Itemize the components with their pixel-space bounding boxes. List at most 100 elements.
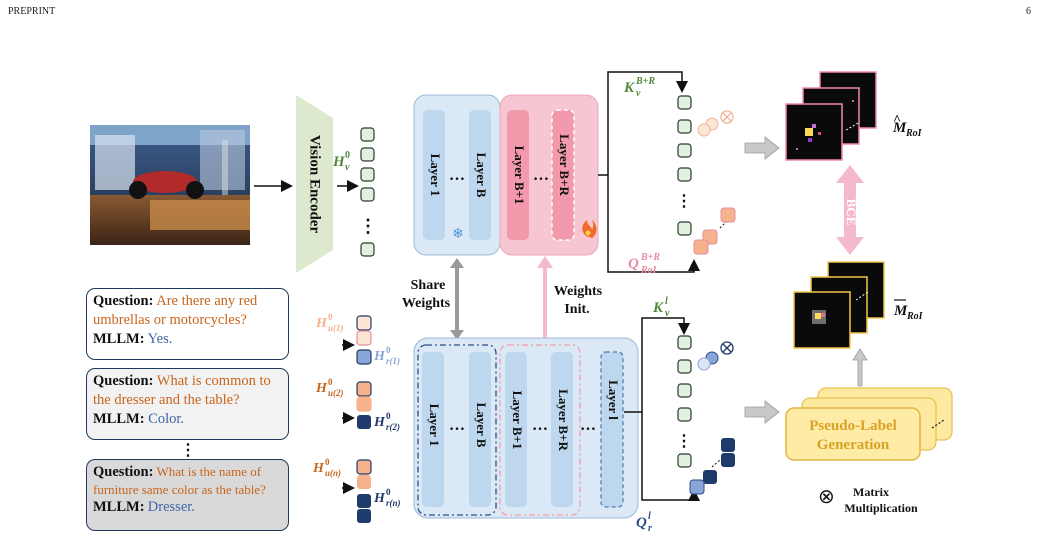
- svg-text:RoI: RoI: [640, 265, 658, 276]
- q1-answer: Yes.: [147, 331, 173, 347]
- q2-answer-label: MLLM:: [93, 411, 145, 427]
- top-q-arrow: [607, 175, 700, 273]
- pseudo-label-line1: Pseudo-Label: [809, 418, 897, 434]
- bottom-frozen-ellipsis: …: [449, 417, 465, 434]
- svg-text:Multiplication: Multiplication: [844, 501, 918, 515]
- top-trainable-ellipsis: …: [533, 167, 549, 184]
- svg-text:0: 0: [386, 487, 391, 497]
- h-r2-label: H 0 r(2): [373, 411, 400, 432]
- bottom-output-arrow: [744, 400, 780, 424]
- weights-init-line2: Init.: [564, 302, 589, 317]
- h-u2-label: H 0 u(2): [315, 377, 344, 398]
- bottom-mid-ellipsis: …: [532, 417, 548, 434]
- bottom-layer-l-label: Layer l: [606, 380, 621, 420]
- bottom-layer-b1-label: Layer B+1: [510, 391, 525, 450]
- m-hat-label: M ^ RoI: [892, 113, 923, 139]
- svg-text:M: M: [892, 120, 907, 136]
- k-bot-token-1: [677, 335, 692, 350]
- svg-text:Matrix: Matrix: [853, 485, 889, 499]
- k-bot-label: K l v: [652, 296, 670, 319]
- question-box-3: Question: What is the name of furniture …: [86, 459, 289, 531]
- pseudo-to-mask-arrow: [852, 348, 868, 387]
- svg-text:v: v: [345, 162, 350, 173]
- k-top-token-3: [677, 143, 692, 158]
- k-top-token-1: [677, 95, 692, 110]
- weights-init-line1: Weights: [554, 284, 603, 299]
- svg-text:u(2): u(2): [328, 388, 344, 398]
- pseudo-label-line2: Generation: [817, 437, 890, 453]
- q3-answer: Dresser.: [147, 499, 195, 515]
- svg-text:Q: Q: [628, 256, 639, 272]
- bottom-layer-1-label: Layer 1: [427, 404, 442, 447]
- k-top-token-5: [677, 221, 692, 236]
- pseudo-label-generation-box: Pseudo-Label Generation: [785, 387, 953, 461]
- q2-tokens: [356, 381, 372, 429]
- svg-text:H: H: [373, 415, 386, 430]
- bottom-q-arrow: [641, 412, 700, 501]
- svg-text:RoI: RoI: [906, 311, 924, 322]
- h-u1-label: H 0 u(1): [315, 312, 344, 333]
- svg-text:0: 0: [328, 377, 333, 387]
- k-top-ellipsis: ⋮: [676, 193, 692, 210]
- svg-text:0: 0: [386, 345, 391, 355]
- vision-token-column: [360, 127, 375, 257]
- q1-answer-label: MLLM:: [93, 331, 145, 347]
- bottom-layer-l: [600, 351, 624, 508]
- header-page-number: 6: [1026, 6, 1031, 17]
- vision-token-5: [360, 242, 375, 257]
- vision-token-2: [360, 147, 375, 162]
- q-top-tokens: [693, 207, 736, 255]
- q1-label: Question:: [93, 293, 154, 309]
- svg-text:l: l: [648, 511, 651, 522]
- svg-text:0: 0: [386, 411, 391, 421]
- top-layer-1-label: Layer 1: [428, 154, 443, 197]
- vision-token-3: [360, 167, 375, 182]
- svg-text:H: H: [332, 154, 346, 170]
- top-frozen-ellipsis: …: [449, 167, 465, 184]
- top-multiply-icon: [697, 110, 734, 137]
- bottom-trainable-group: [499, 344, 581, 516]
- header-running-title: PREPRINT: [8, 6, 56, 17]
- k-top-tokens: [677, 95, 692, 236]
- svg-text:r(n): r(n): [386, 498, 401, 508]
- q3-tokens: [356, 459, 372, 523]
- svg-text:RoI: RoI: [905, 128, 923, 139]
- question-box-2: Question: What is common to the dresser …: [86, 368, 289, 440]
- svg-text:v: v: [636, 88, 641, 99]
- legend-matrix-multiplication: ⊗ Matrix Multiplication: [818, 485, 918, 515]
- top-layer-b: [469, 110, 491, 240]
- svg-text:u(1): u(1): [328, 323, 344, 333]
- svg-text:M: M: [893, 303, 908, 319]
- questions-ellipsis: ⋮: [180, 442, 196, 459]
- bottom-late-ellipsis: …: [580, 417, 596, 434]
- q3-label: Question:: [93, 464, 154, 480]
- svg-text:0: 0: [328, 312, 333, 322]
- svg-text:K: K: [623, 80, 635, 96]
- share-weights-line2: Weights: [402, 296, 451, 311]
- svg-text:v: v: [665, 308, 670, 319]
- svg-text:l: l: [665, 296, 668, 307]
- svg-text:B+R: B+R: [635, 76, 655, 87]
- svg-text:B+R: B+R: [640, 252, 660, 263]
- bottom-layer-1: [422, 352, 444, 507]
- svg-text:H: H: [373, 349, 386, 364]
- question-box-1: Question: Are there any red umbrellas or…: [86, 288, 289, 360]
- svg-text:H: H: [373, 491, 386, 506]
- q3-text: What is the name of furniture same color…: [93, 464, 266, 497]
- vision-encoder-trapezoid: [296, 95, 333, 273]
- k-bot-token-5: [677, 453, 692, 468]
- weights-init-arrow: [537, 256, 553, 340]
- h-un-label: H 0 u(n): [312, 457, 341, 478]
- svg-text:0: 0: [325, 457, 330, 467]
- svg-text:u(n): u(n): [325, 468, 341, 478]
- bottom-k-arrow: [624, 317, 690, 413]
- q-bot-tokens: [689, 438, 735, 495]
- top-layer-b1-label: Layer B+1: [512, 146, 527, 205]
- q3-answer-label: MLLM:: [93, 499, 145, 515]
- input-photo: [90, 125, 250, 245]
- svg-text:H: H: [315, 316, 328, 331]
- k-bot-token-4: [677, 407, 692, 422]
- vision-token-4: [360, 187, 375, 202]
- q2-label: Question:: [93, 373, 154, 389]
